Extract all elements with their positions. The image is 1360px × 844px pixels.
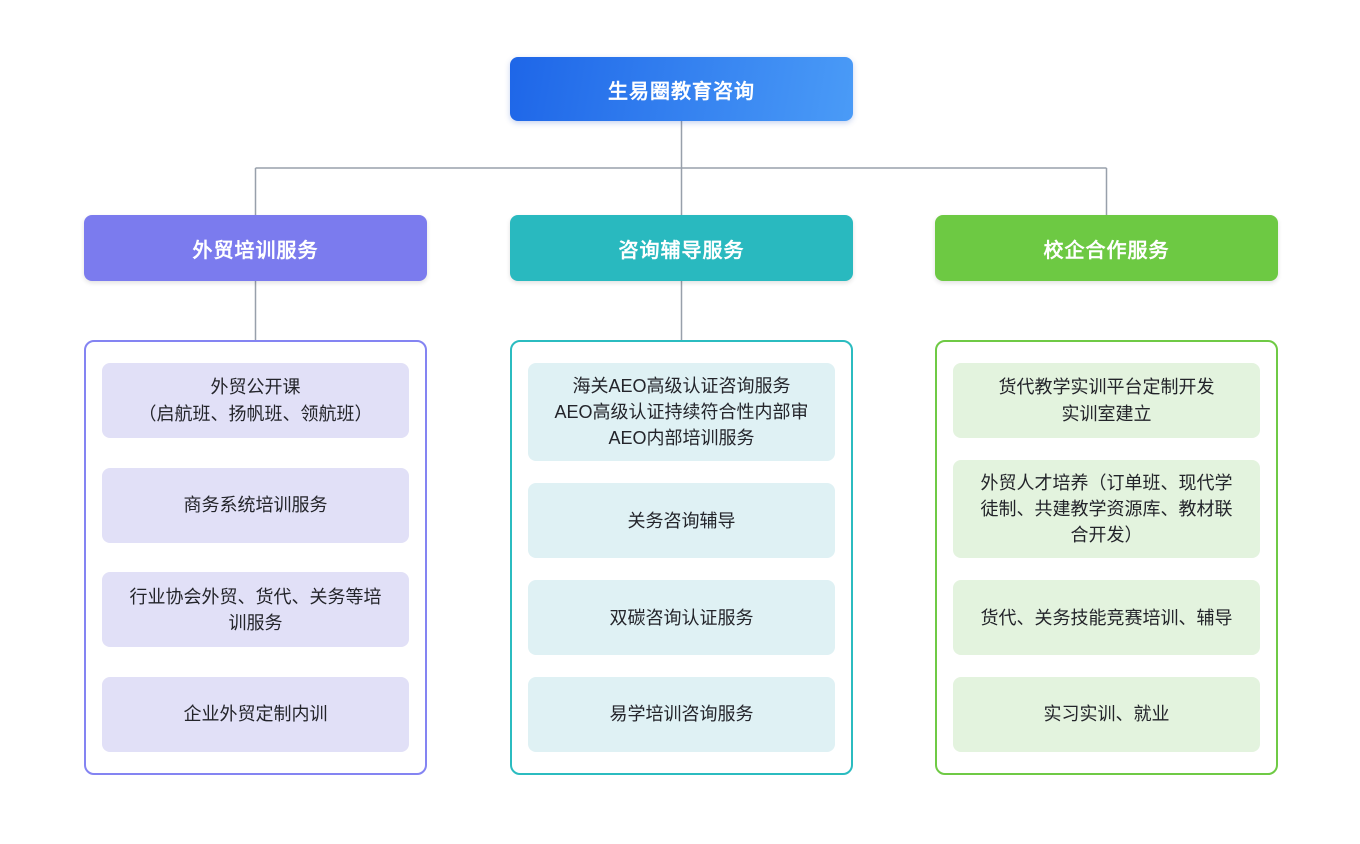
branch-container-foreign-trade-training: 外贸公开课 （启航班、扬帆班、领航班） 商务系统培训服务 行业协会外贸、货代、关… (84, 340, 427, 775)
branch-container-consulting-coaching: 海关AEO高级认证咨询服务 AEO高级认证持续符合性内部审 AEO内部培训服务 … (510, 340, 853, 775)
node-item: 外贸公开课 （启航班、扬帆班、领航班） (102, 363, 409, 438)
node-item: 易学培训咨询服务 (528, 677, 835, 752)
branch-header-school-enterprise: 校企合作服务 (935, 215, 1278, 281)
node-item: 实习实训、就业 (953, 677, 1260, 752)
root-node: 生易圈教育咨询 (510, 57, 853, 121)
branch-consulting-coaching: 咨询辅导服务 海关AEO高级认证咨询服务 AEO高级认证持续符合性内部审 AEO… (510, 215, 853, 775)
root-node-label: 生易圈教育咨询 (608, 80, 755, 103)
branch-foreign-trade-training: 外贸培训服务 外贸公开课 （启航班、扬帆班、领航班） 商务系统培训服务 行业协会… (84, 215, 427, 775)
branch-school-enterprise: 校企合作服务 货代教学实训平台定制开发 实训室建立 外贸人才培养（订单班、现代学… (935, 215, 1278, 775)
node-item: 货代教学实训平台定制开发 实训室建立 (953, 363, 1260, 438)
node-item: 行业协会外贸、货代、关务等培训服务 (102, 572, 409, 648)
branch-header-consulting-coaching: 咨询辅导服务 (510, 215, 853, 281)
branch-container-school-enterprise: 货代教学实训平台定制开发 实训室建立 外贸人才培养（订单班、现代学徒制、共建教学… (935, 340, 1278, 775)
branch-header-foreign-trade-training: 外贸培训服务 (84, 215, 427, 281)
node-item: 商务系统培训服务 (102, 467, 409, 543)
node-item: 海关AEO高级认证咨询服务 AEO高级认证持续符合性内部审 AEO内部培训服务 (528, 363, 835, 462)
node-item: 企业外贸定制内训 (102, 676, 409, 752)
branch-header-label: 外贸培训服务 (192, 239, 319, 262)
branch-header-label: 校企合作服务 (1043, 239, 1170, 262)
node-item: 外贸人才培养（订单班、现代学徒制、共建教学资源库、教材联合开发） (953, 459, 1260, 559)
node-item: 双碳咨询认证服务 (528, 580, 835, 656)
node-item: 关务咨询辅导 (528, 483, 835, 559)
branch-header-label: 咨询辅导服务 (618, 239, 745, 262)
node-item: 货代、关务技能竞赛培训、辅导 (953, 580, 1260, 656)
